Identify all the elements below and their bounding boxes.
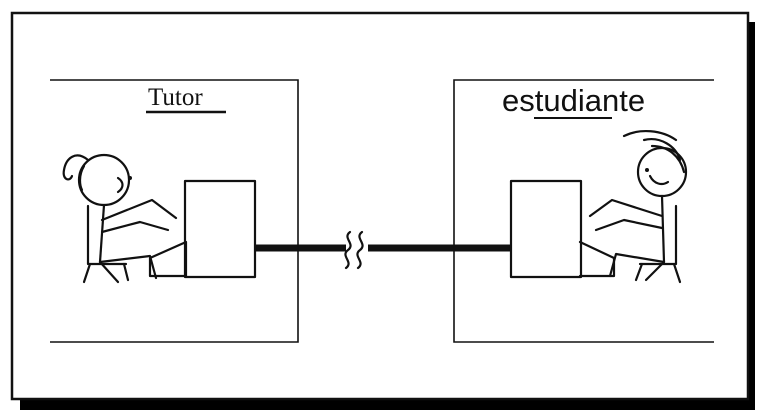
tutor-label: Tutor [148, 84, 203, 111]
student-label: estudiante [502, 83, 645, 118]
student-desk-icon [578, 240, 616, 278]
tutor-computer-icon [183, 179, 257, 279]
tutor-figure-icon [62, 153, 178, 284]
student-room [453, 79, 714, 343]
broken-connection-icon [344, 230, 364, 270]
tutor-room [50, 79, 299, 343]
outer-frame [10, 11, 750, 401]
student-computer-icon [509, 179, 583, 279]
student-figure-icon [588, 130, 688, 284]
